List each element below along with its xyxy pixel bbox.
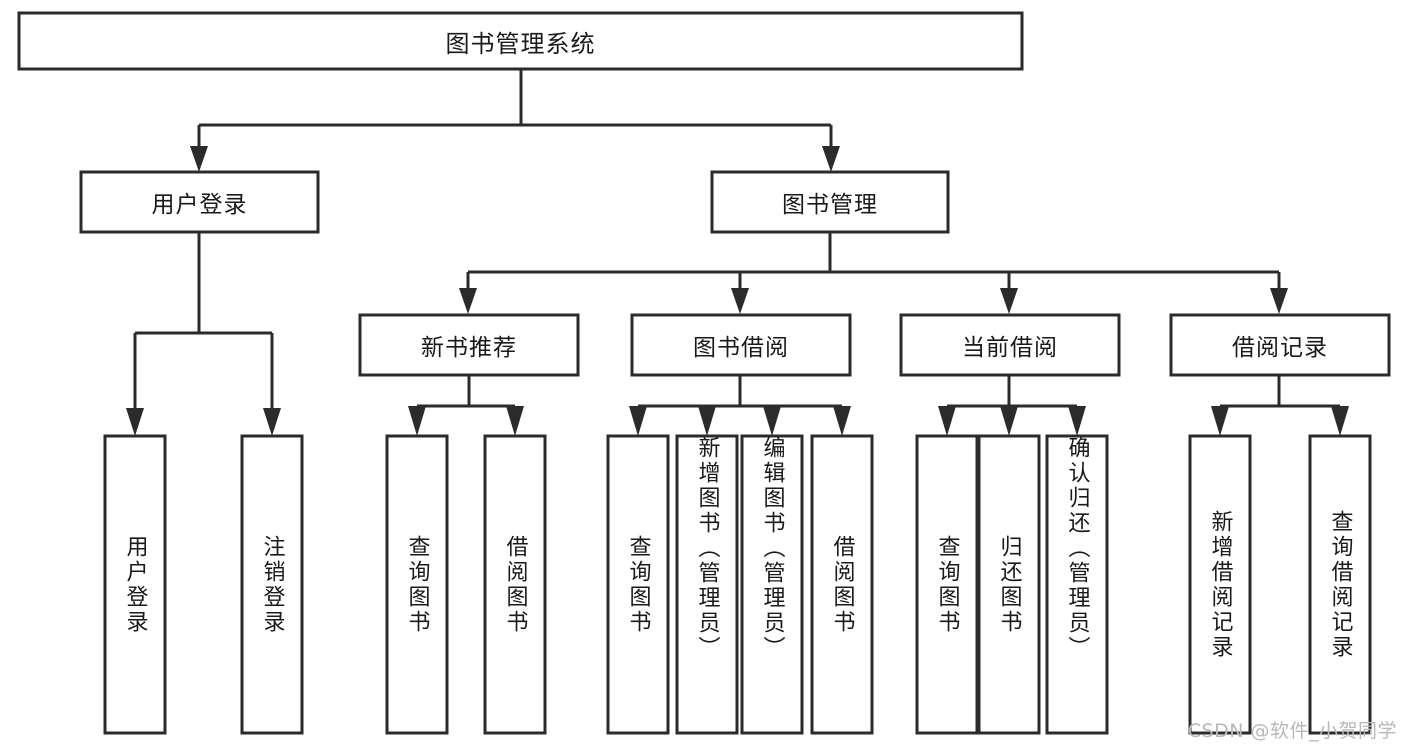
arrowhead-to-current-borrow [1000, 288, 1018, 314]
arrowhead-leaf-return-book [1000, 406, 1018, 436]
node-book-borrow[interactable] [630, 313, 852, 377]
leaf-add-book-admin[interactable] [675, 434, 739, 735]
arrowhead-leaf-add-record [1211, 406, 1229, 436]
leaf-query-borrow-record[interactable] [1308, 434, 1372, 735]
connector-root-to-level2 [197, 69, 833, 148]
node-borrow-record[interactable] [1169, 313, 1391, 377]
connector-currentborrow-to-leaves [945, 375, 1079, 410]
node-new-book-recommend[interactable] [358, 313, 580, 377]
connector-borrowrecord-to-leaves [1218, 375, 1342, 410]
node-root-system[interactable] [17, 11, 1024, 71]
connector-bookborrow-to-leaves [636, 375, 844, 410]
arrowhead-to-book-borrow [731, 288, 749, 314]
leaf-borrow-book-1[interactable] [483, 434, 547, 735]
node-user-login[interactable] [79, 170, 320, 234]
arrowhead-to-user-login [190, 146, 208, 172]
arrowhead-to-new-book-rec [459, 288, 477, 314]
arrowhead-leaf-borrow-book-1 [506, 406, 524, 436]
arrowhead-leaf-confirm-return [1068, 406, 1086, 436]
connector-book-manage-to-level3 [466, 232, 1281, 290]
leaf-add-borrow-record[interactable] [1188, 434, 1252, 735]
leaf-edit-book-admin[interactable] [740, 434, 804, 735]
arrowhead-leaf-query-book-2 [629, 406, 647, 436]
arrowhead-leaf-user-login [126, 408, 144, 436]
node-book-management[interactable] [710, 170, 950, 234]
leaf-query-book-1[interactable] [385, 434, 449, 735]
connector-newbook-to-leaves [415, 375, 517, 410]
arrowhead-leaf-query-record [1331, 406, 1349, 436]
leaf-query-book-2[interactable] [606, 434, 670, 735]
leaf-confirm-return-admin[interactable] [1045, 434, 1109, 735]
watermark-text: CSDN @软件_小贺同学 [1187, 720, 1397, 742]
leaf-user-login[interactable] [103, 434, 167, 735]
arrowhead-to-borrow-record [1270, 288, 1288, 314]
arrowhead-leaf-query-book-1 [408, 406, 426, 436]
leaf-query-book-3[interactable] [915, 434, 979, 735]
leaf-logout[interactable] [240, 434, 304, 735]
node-current-borrow[interactable] [899, 313, 1121, 377]
arrowhead-leaf-edit-book [763, 406, 781, 436]
arrowhead-leaf-add-book [698, 406, 716, 436]
arrowhead-leaf-query-book-3 [938, 406, 956, 436]
arrowhead-leaf-logout [263, 408, 281, 436]
arrowhead-to-book-manage [822, 146, 840, 172]
connector-user-login-to-leaves [133, 232, 274, 410]
arrowhead-leaf-borrow-book-2 [833, 406, 851, 436]
leaf-borrow-book-2[interactable] [810, 434, 874, 735]
leaf-return-book[interactable] [977, 434, 1041, 735]
